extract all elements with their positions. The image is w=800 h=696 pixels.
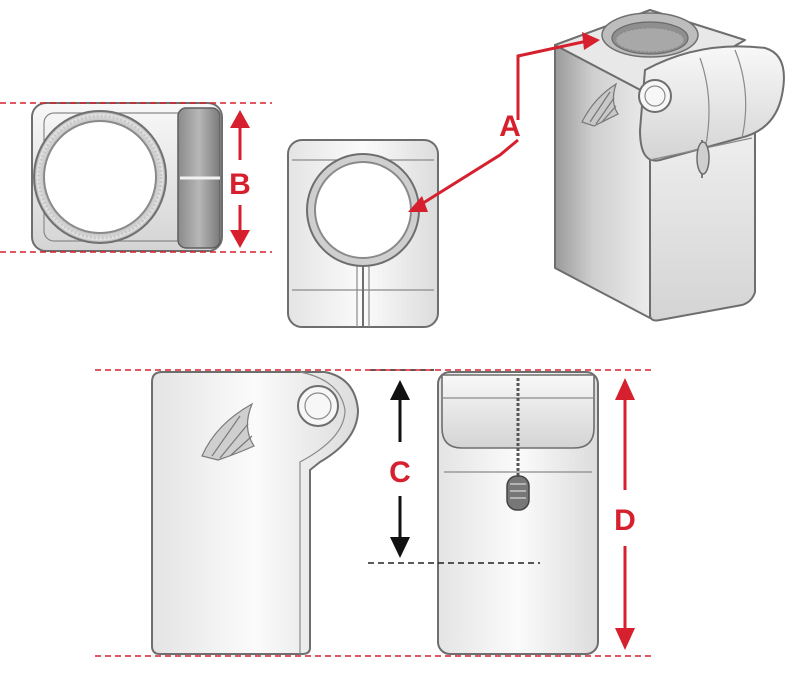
back-view [437, 371, 599, 655]
arrowhead-left-icon [408, 196, 428, 212]
arrowhead-down-icon [230, 230, 250, 248]
dimension-c-label: C [389, 456, 411, 489]
dimension-d: D [95, 369, 655, 657]
dimension-c: C [368, 369, 540, 564]
dimension-a-label: A [499, 110, 521, 143]
wing-logo-icon [581, 82, 619, 127]
dimension-a: A [408, 32, 600, 212]
arrowhead-up-icon [390, 380, 410, 400]
front-view-bore [287, 139, 439, 328]
dimension-b-label: B [229, 168, 251, 201]
isometric-view [554, 9, 785, 322]
arrowhead-up-icon [230, 110, 250, 128]
side-profile-view [151, 371, 359, 655]
dimension-b: B [0, 102, 272, 253]
arrowhead-right-icon [582, 32, 600, 50]
arrowhead-up-icon [615, 378, 635, 400]
dimension-d-label: D [614, 504, 636, 537]
top-view-ring [31, 102, 223, 252]
wing-logo-icon [201, 402, 255, 461]
arrowhead-down-icon [390, 537, 410, 558]
arrowhead-down-icon [615, 628, 635, 650]
